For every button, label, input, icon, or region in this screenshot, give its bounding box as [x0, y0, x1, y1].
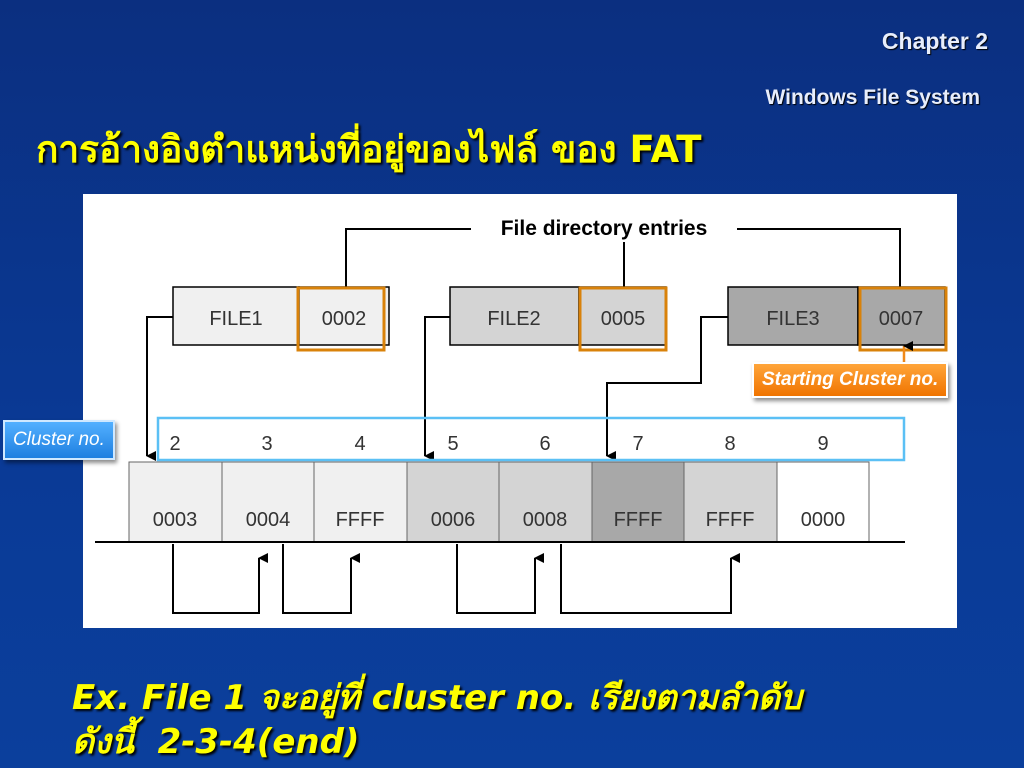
cluster-number: 6: [539, 433, 550, 455]
fat-diagram-panel: File directory entries FILE1 0002 FILE2 …: [83, 194, 957, 628]
fat-cell-value: FFFF: [614, 509, 663, 531]
chapter-label: Chapter 2: [881, 28, 988, 54]
cluster-number-row: [156, 416, 906, 462]
fat-cell-value: FFFF: [706, 509, 755, 531]
entry-name: FILE1: [209, 308, 262, 330]
starting-cluster-callout: Starting Cluster no.: [752, 362, 949, 398]
cluster-no-callout: Cluster no.: [3, 420, 115, 460]
fat-cell-value: 0004: [246, 509, 291, 531]
fat-cell-value: 0000: [801, 509, 846, 531]
entry-start-cluster: 0005: [601, 308, 646, 330]
fat-cell-value: FFFF: [336, 509, 385, 531]
directory-entry-file1: FILE1 0002: [172, 286, 390, 352]
example-caption-line2: ดังนี้ 2-3-4(end): [72, 722, 360, 762]
cluster-number: 7: [632, 433, 643, 455]
directory-entry-file3: FILE3 0007: [727, 286, 948, 352]
slide-subtitle: Windows File System: [765, 86, 980, 109]
cluster-number: 4: [354, 433, 365, 455]
cluster-number: 3: [261, 433, 272, 455]
fat-cell-value: 0003: [153, 509, 198, 531]
entry-name: FILE3: [766, 308, 819, 330]
entry-start-cluster: 0002: [322, 308, 367, 330]
cluster-number: 2: [169, 433, 180, 455]
slide-title: การอ้างอิงตำแหน่งที่อยู่ของไฟล์ ของ FAT: [36, 128, 702, 171]
fat-cell-value: 0008: [523, 509, 568, 531]
fat-table: [128, 461, 870, 543]
example-caption-line1: Ex. File 1 จะอยู่ที่ cluster no. เรียงตา…: [72, 678, 802, 718]
entry-start-cluster: 0007: [879, 308, 924, 330]
directory-entries-heading: File directory entries: [501, 217, 708, 240]
cluster-number: 5: [447, 433, 458, 455]
example-caption: Ex. File 1 จะอยู่ที่ cluster no. เรียงตา…: [72, 676, 972, 764]
fat-diagram: File directory entries FILE1 0002 FILE2 …: [95, 217, 948, 614]
entry-to-cluster-pointers: [146, 316, 728, 461]
cluster-number: 9: [817, 433, 828, 455]
cluster-number: 8: [724, 433, 735, 455]
directory-entry-file2: FILE2 0005: [449, 286, 668, 352]
fat-cell-value: 0006: [431, 509, 476, 531]
heading-bracket: [345, 228, 901, 287]
entry-name: FILE2: [487, 308, 540, 330]
cluster-chain-links: [172, 544, 740, 614]
